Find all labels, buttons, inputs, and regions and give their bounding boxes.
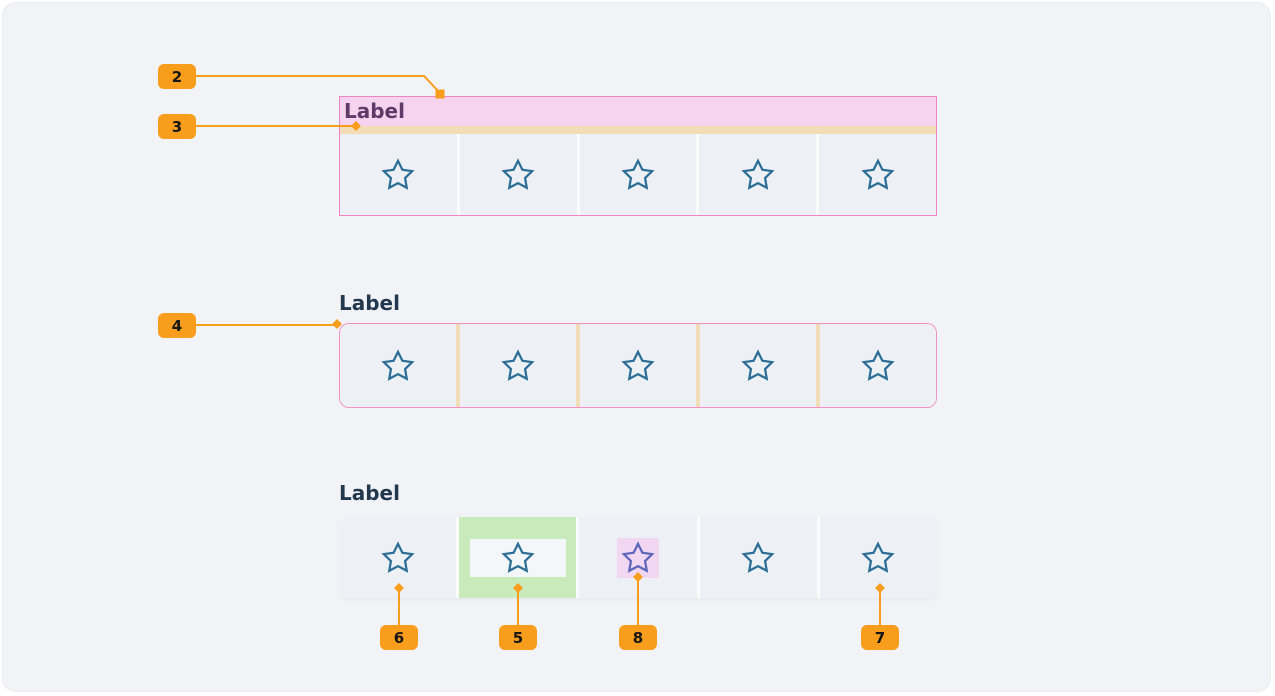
star-icon (861, 348, 895, 383)
rating-label: Label (339, 481, 400, 505)
star-icon (381, 157, 415, 192)
star-cell[interactable] (819, 134, 936, 215)
star-icon (741, 157, 775, 192)
star-cell[interactable] (456, 324, 576, 407)
star-cell[interactable] (699, 134, 817, 215)
star-icon (861, 540, 896, 575)
star-icon (621, 540, 655, 575)
rating-label: Label (339, 291, 400, 315)
star-icon (741, 540, 775, 575)
rating-states-row (339, 517, 937, 598)
pressed-highlight (617, 537, 659, 578)
star-icon (621, 348, 655, 383)
rating-label-highlighted: Label (340, 97, 936, 126)
star-cell-focused[interactable] (459, 517, 577, 598)
star-cell[interactable] (699, 517, 817, 598)
star-icon (860, 157, 895, 192)
label-gap-highlight (340, 126, 936, 134)
star-icon (501, 157, 535, 192)
star-cell-pressed[interactable] (579, 517, 697, 598)
callout-badge-7: 7 (861, 625, 899, 650)
star-row (339, 517, 937, 598)
star-cell[interactable] (340, 324, 456, 407)
star-icon (380, 540, 415, 575)
star-icon (501, 348, 535, 383)
callout-badge-3: 3 (158, 114, 196, 139)
callout-badge-2: 2 (158, 64, 196, 89)
star-icon (621, 157, 655, 192)
star-icon (501, 540, 535, 575)
rating-component-labeled: Label (339, 96, 937, 216)
star-cell[interactable] (459, 134, 577, 215)
star-cell[interactable] (579, 134, 697, 215)
callout-badge-6: 6 (380, 625, 418, 650)
callout-badge-4: 4 (158, 313, 196, 338)
star-cell[interactable] (339, 517, 457, 598)
star-cell[interactable] (819, 517, 937, 598)
star-icon (381, 348, 415, 383)
star-icon (741, 348, 775, 383)
rating-outlined-container (339, 323, 937, 408)
callout-badge-5: 5 (499, 625, 537, 650)
star-row (340, 134, 936, 215)
star-cell[interactable] (696, 324, 816, 407)
star-cell[interactable] (576, 324, 696, 407)
focus-ring-inner (469, 538, 566, 577)
callout-badge-8: 8 (619, 625, 657, 650)
star-cell[interactable] (816, 324, 936, 407)
star-cell[interactable] (340, 134, 457, 215)
